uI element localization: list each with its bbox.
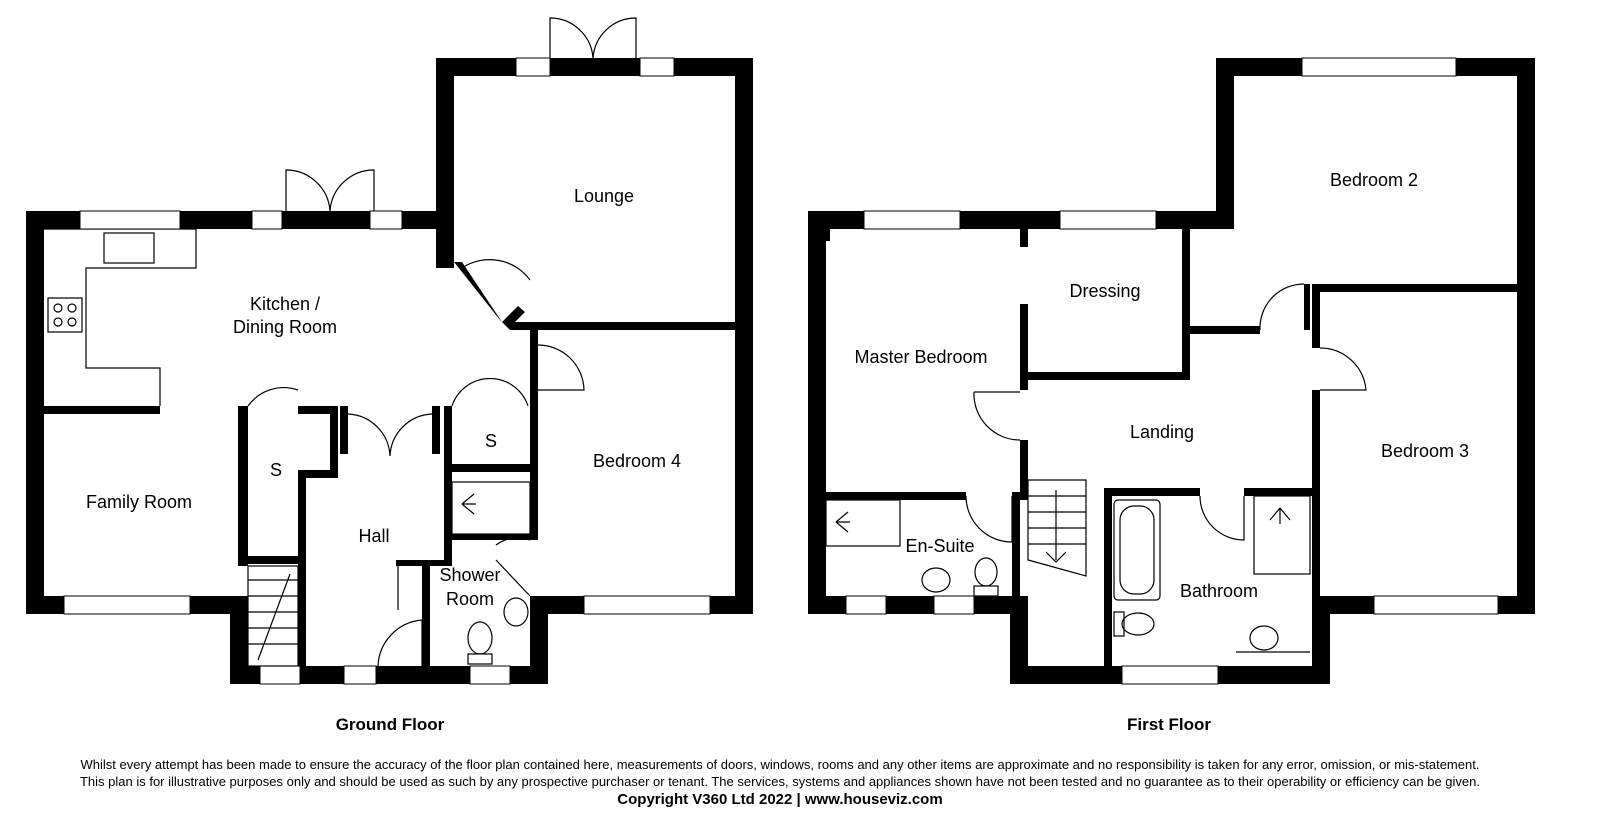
disclaimer-line-2: This plan is for illustrative purposes o… [79, 774, 1480, 789]
basin-icon [1249, 625, 1279, 651]
stairs-icon [247, 565, 299, 667]
toilet-icon [467, 621, 493, 655]
room-label-bedroom-2: Bedroom 2 [1330, 170, 1418, 190]
room-label-en-suite: En-Suite [905, 536, 974, 556]
bath-icon [1113, 499, 1161, 601]
floor-title-ground: Ground Floor [336, 715, 445, 734]
basin-icon [503, 597, 529, 627]
toilet-icon [974, 557, 998, 587]
room-label-storage: S [270, 460, 282, 480]
ground-floor-plan: Kitchen / Dining Room Lounge Family Room… [26, 17, 753, 734]
stairs-icon [1027, 479, 1087, 577]
room-label-bathroom: Bathroom [1180, 581, 1258, 601]
disclaimer-line-1: Whilst every attempt has been made to en… [80, 757, 1480, 772]
room-label-kitchen-2: Dining Room [233, 317, 337, 337]
room-label-landing: Landing [1130, 422, 1194, 442]
floor-title-first: First Floor [1127, 715, 1211, 734]
room-label-shower-room: Shower [439, 565, 500, 585]
toilet-icon [1121, 612, 1155, 636]
room-label-shower-room-2: Room [446, 589, 494, 609]
shower-icon [451, 481, 531, 535]
shower-icon [1253, 495, 1311, 575]
room-label-lounge: Lounge [574, 186, 634, 206]
copyright: Copyright V360 Ltd 2022 | www.houseviz.c… [617, 791, 943, 808]
room-label-storage: S [485, 431, 497, 451]
room-label-kitchen: Kitchen / [250, 294, 320, 314]
room-label-dressing: Dressing [1069, 281, 1140, 301]
first-floor-plan: Master Bedroom Dressing Bedroom 2 Bedroo… [808, 57, 1535, 734]
room-label-family-room: Family Room [86, 492, 192, 512]
room-label-master-bedroom: Master Bedroom [854, 347, 987, 367]
room-label-bedroom-3: Bedroom 3 [1381, 441, 1469, 461]
basin-icon [921, 567, 951, 593]
room-label-hall: Hall [358, 526, 389, 546]
room-label-bedroom-4: Bedroom 4 [593, 451, 681, 471]
shower-icon [825, 499, 901, 547]
